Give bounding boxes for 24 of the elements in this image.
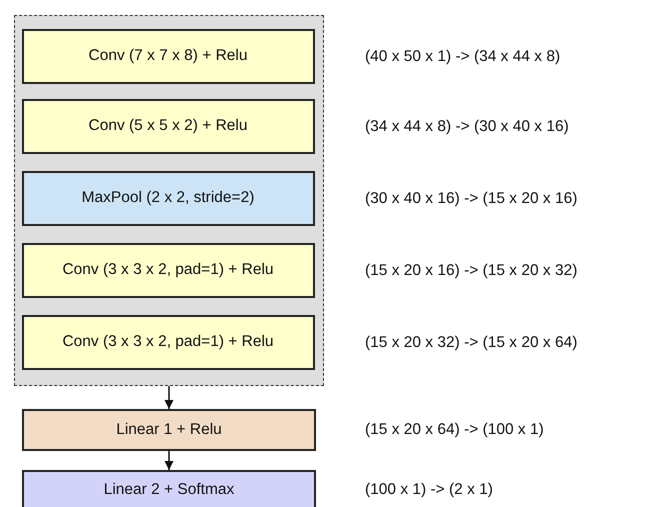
shape-annotation: (30 x 40 x 16) -> (15 x 20 x 16) (365, 190, 578, 208)
layer-box (22, 242, 314, 298)
layer-label: Conv (3 x 3 x 2, pad=1) + Relu (62, 261, 274, 279)
layer-box (22, 470, 316, 507)
layer-box (22, 28, 314, 84)
shape-annotation: (15 x 20 x 32) -> (15 x 20 x 64) (365, 334, 578, 352)
layer-label: Linear 1 + Relu (116, 421, 222, 439)
shape-annotation: (15 x 20 x 16) -> (15 x 20 x 32) (365, 262, 578, 280)
arrow (164, 386, 174, 409)
layer-label: MaxPool (2 x 2, stride=2) (82, 189, 254, 207)
layer-label: Conv (7 x 7 x 8) + Relu (88, 47, 248, 65)
shape-annotation: (40 x 50 x 1) -> (34 x 44 x 8) (365, 48, 560, 66)
layer-box (22, 314, 314, 370)
layer-label: Conv (3 x 3 x 2, pad=1) + Relu (62, 333, 274, 351)
group-container (14, 15, 324, 386)
layer-label: Conv (5 x 5 x 2) + Relu (88, 117, 248, 135)
layer-label: Linear 2 + Softmax (104, 481, 234, 499)
layer-box (22, 98, 314, 154)
layer-box (22, 409, 316, 451)
shape-annotation: (100 x 1) -> (2 x 1) (365, 481, 493, 499)
arrow (164, 451, 174, 470)
shape-annotation: (34 x 44 x 8) -> (30 x 40 x 16) (365, 118, 569, 136)
shape-annotation: (15 x 20 x 64) -> (100 x 1) (365, 421, 544, 439)
layer-box (22, 170, 314, 226)
